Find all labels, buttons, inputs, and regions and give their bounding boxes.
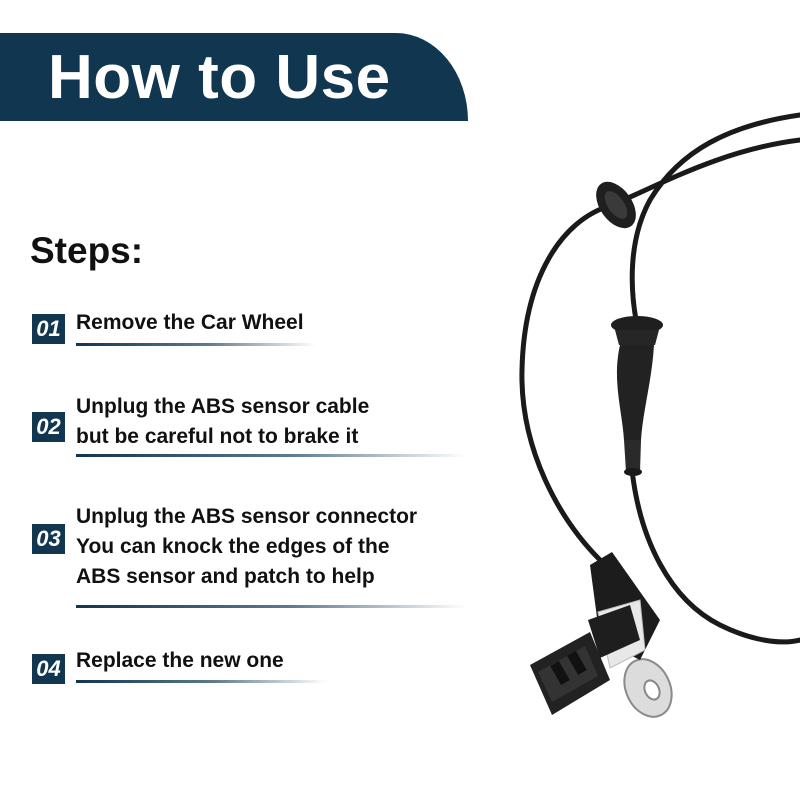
- steps-heading: Steps:: [30, 230, 144, 271]
- grommet: [596, 181, 636, 229]
- step-number-badge: 03: [32, 524, 65, 554]
- page-title: How to Use: [48, 43, 391, 112]
- step-underline: [76, 454, 466, 457]
- step-text-line: You can knock the edges of the: [76, 535, 390, 558]
- step-text-line: Unplug the ABS sensor cable: [76, 395, 370, 418]
- step-underline: [76, 680, 326, 683]
- step-text-line: but be careful not to brake it: [76, 425, 359, 448]
- cable-boot: [611, 316, 663, 476]
- step-text-line: ABS sensor and patch to help: [76, 565, 375, 588]
- step-underline: [76, 605, 466, 608]
- step-number-badge: 02: [32, 412, 65, 442]
- step-text-line: Unplug the ABS sensor connector: [76, 505, 418, 528]
- step-text-line: Remove the Car Wheel: [76, 311, 304, 334]
- step-number-badge: 01: [32, 314, 65, 344]
- sensor-head: [530, 552, 673, 718]
- step-text-line: Replace the new one: [76, 649, 284, 672]
- title-banner: [0, 33, 468, 121]
- step-number-badge: 04: [32, 654, 65, 684]
- step-underline: [76, 343, 316, 346]
